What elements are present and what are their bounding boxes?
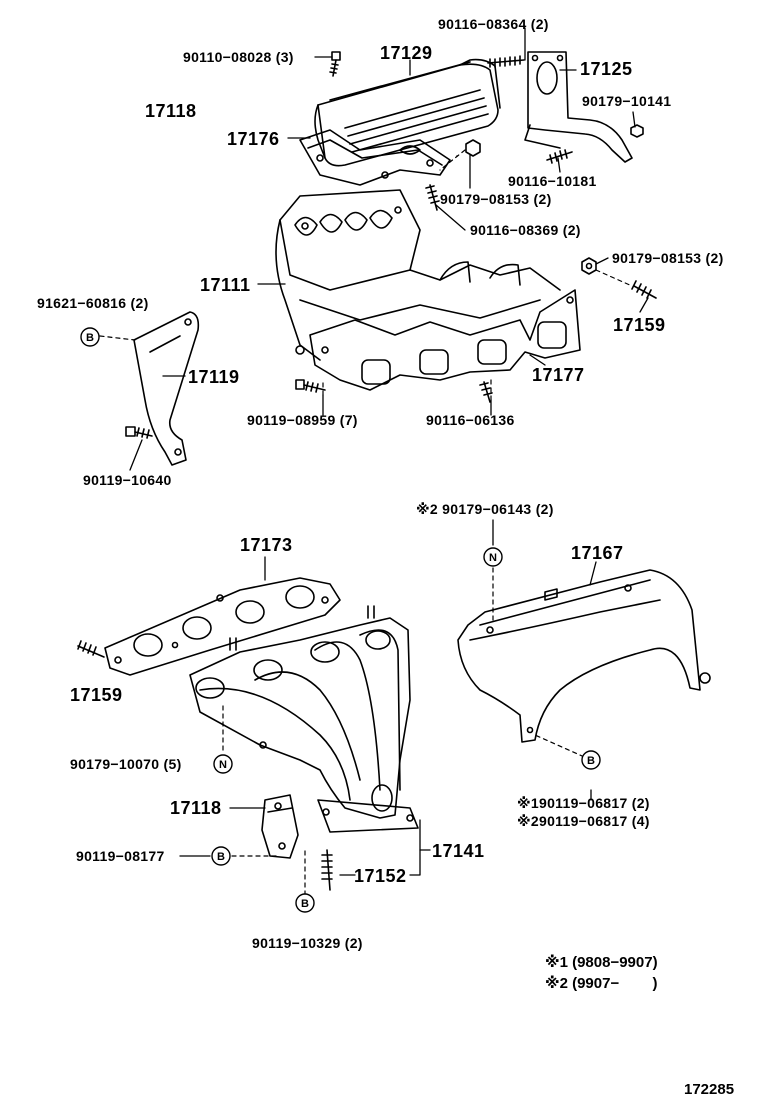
label-90119-08959[interactable]: 90119−08959 (7)	[247, 412, 358, 428]
bolt-symbol-b-3: B	[211, 846, 231, 866]
label-90116-06136[interactable]: 90116−06136	[426, 412, 515, 428]
label-17129[interactable]: 17129	[380, 43, 433, 63]
exhaust-manifold-17141	[189, 605, 419, 833]
stud-17159-bottom	[77, 640, 105, 658]
stud-90116-10181	[546, 149, 573, 164]
dashed-connections	[99, 149, 633, 896]
bolt-90119-08959	[295, 379, 326, 393]
label-90179-06143[interactable]: ※2 90179−06143 (2)	[416, 501, 554, 517]
bracket-17119	[133, 311, 200, 466]
stud-17152	[321, 849, 333, 891]
bolt-symbol-b-1: B	[80, 327, 100, 347]
symbols: B N N B B B	[80, 327, 601, 913]
label-90110-08028[interactable]: 90110−08028 (3)	[183, 49, 294, 65]
label-90119-08177[interactable]: 90119−08177	[76, 848, 165, 864]
intake-gasket-17177	[309, 289, 581, 391]
label-90119-06817-1[interactable]: ※190119−06817 (2)	[517, 795, 650, 811]
label-17159-bottom[interactable]: 17159	[70, 685, 123, 705]
label-17176[interactable]: 17176	[227, 129, 280, 149]
bracket-17118-bottom	[261, 794, 299, 859]
svg-text:B: B	[86, 332, 94, 344]
nut-90179-10141	[630, 124, 644, 138]
note-1: ※1 (9808−9907)	[545, 954, 658, 971]
label-91621-60816[interactable]: 91621−60816 (2)	[37, 295, 149, 311]
label-17141[interactable]: 17141	[432, 841, 485, 861]
label-17167[interactable]: 17167	[571, 543, 624, 563]
bolt-symbol-b-4: B	[295, 893, 315, 913]
stud-90116-06136	[479, 381, 493, 403]
stud-90116-08369	[425, 184, 440, 211]
intake-manifold-17111	[275, 189, 561, 361]
nut-symbol-n-1: N	[483, 547, 503, 567]
label-17118-bottom[interactable]: 17118	[170, 798, 222, 818]
bolt-symbol-b-2: B	[581, 750, 601, 770]
label-17152[interactable]: 17152	[354, 866, 407, 886]
svg-text:N: N	[219, 759, 227, 771]
svg-text:B: B	[587, 755, 595, 767]
svg-text:B: B	[217, 851, 225, 863]
label-90179-08153-b[interactable]: 90179−08153 (2)	[612, 250, 724, 266]
label-90116-10181[interactable]: 90116−10181	[508, 173, 597, 189]
svg-text:B: B	[301, 898, 309, 910]
label-17159-top[interactable]: 17159	[613, 315, 666, 335]
note-2: ※2 (9907− )	[545, 975, 658, 992]
nut-90179-08153-b	[581, 257, 597, 275]
label-90119-10640[interactable]: 90119−10640	[83, 472, 172, 488]
label-90116-08369[interactable]: 90116−08369 (2)	[470, 222, 581, 238]
label-17173[interactable]: 17173	[240, 535, 293, 555]
label-90119-06817-2[interactable]: ※290119−06817 (4)	[517, 813, 650, 829]
exhaust-gasket-17173	[104, 577, 341, 676]
bolt-90119-10640	[125, 426, 153, 439]
figure-number: 172285	[684, 1081, 735, 1098]
leader-lines	[129, 27, 649, 876]
bolt-90110-08028	[329, 51, 341, 77]
heat-insulator-17167	[457, 569, 711, 743]
bracket-17125	[524, 51, 633, 163]
label-17177[interactable]: 17177	[532, 365, 585, 385]
label-90179-10141[interactable]: 90179−10141	[582, 93, 672, 109]
label-90116-08364[interactable]: 90116−08364 (2)	[438, 16, 549, 32]
label-17111[interactable]: 17111	[200, 275, 251, 295]
label-90119-10329[interactable]: 90119−10329 (2)	[252, 935, 363, 951]
label-90179-08153-a[interactable]: 90179−08153 (2)	[440, 191, 552, 207]
nut-90179-08153-a	[456, 139, 481, 157]
label-17118-top[interactable]: 17118	[145, 101, 197, 121]
label-90179-10070[interactable]: 90179−10070 (5)	[70, 756, 182, 772]
nut-symbol-n-2: N	[213, 754, 233, 774]
stud-90116-08364	[487, 55, 525, 68]
stud-17159-top	[631, 280, 657, 299]
label-17125[interactable]: 17125	[580, 59, 633, 79]
svg-text:N: N	[489, 552, 497, 564]
label-17119[interactable]: 17119	[188, 367, 240, 387]
